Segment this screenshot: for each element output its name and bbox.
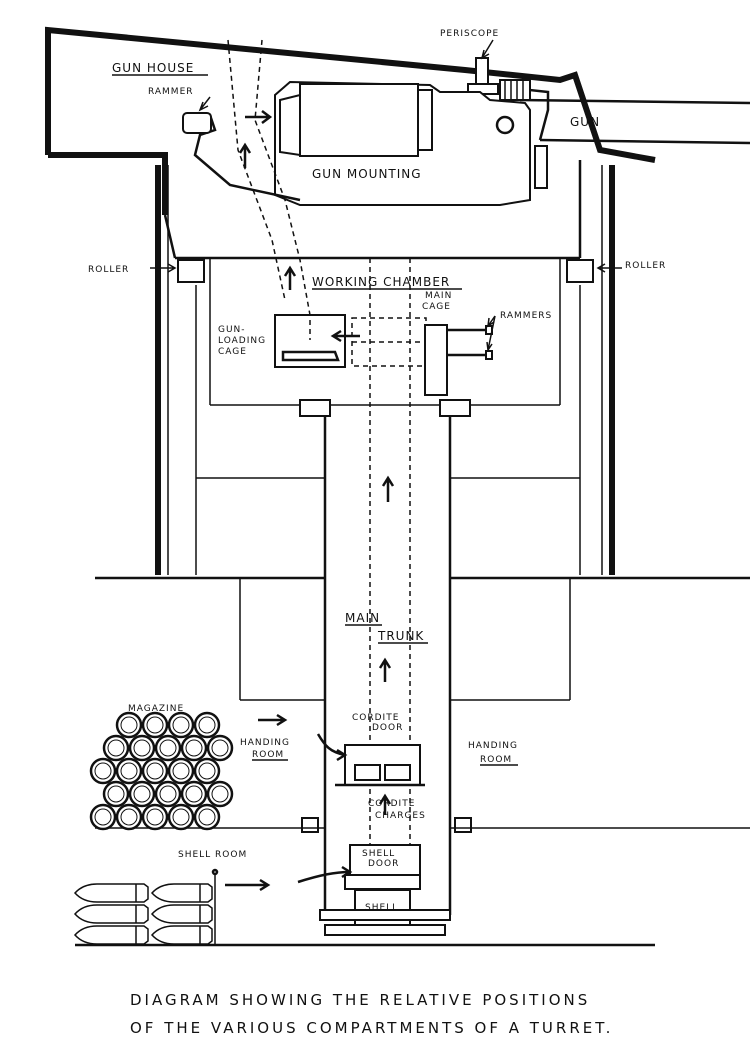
flow-arrows (150, 39, 622, 892)
cordite-case (89, 803, 117, 831)
caption-line-2: OF THE VARIOUS COMPARTMENTS OF A TURRET. (130, 1019, 613, 1037)
cordite-case (154, 734, 182, 762)
cordite-door-label-2: DOOR (372, 723, 403, 733)
cordite-case (193, 711, 221, 739)
cordite-case (128, 780, 156, 808)
cordite-case (206, 734, 234, 762)
shell (150, 925, 213, 945)
shell-stack (73, 883, 213, 945)
cordite-case (180, 734, 208, 762)
cordite-door-label-1: CORDITE (352, 713, 399, 723)
cordite-case (128, 734, 156, 762)
cordite-case (115, 803, 143, 831)
cordite-case (167, 803, 195, 831)
gun-mounting-label: GUN MOUNTING (312, 167, 422, 181)
periscope-label: PERISCOPE (440, 29, 499, 39)
handing-room-left-label-2: ROOM (252, 750, 284, 760)
shell-label: SHELL (365, 903, 398, 913)
cordite-case (141, 757, 169, 785)
gun-loading-cage-label-3: CAGE (218, 347, 247, 357)
hoist-path (227, 39, 311, 316)
gun-label: GUN (570, 115, 600, 129)
cordite-charges-label-2: CHARGES (375, 811, 426, 821)
cordite-case (167, 757, 195, 785)
shell (150, 883, 213, 903)
cordite-case (154, 780, 182, 808)
rammers-label: RAMMERS (500, 311, 552, 321)
gun-barrel (519, 88, 750, 145)
cordite-case (193, 803, 221, 831)
roller-right-label: ROLLER (625, 261, 666, 271)
cordite-case (180, 780, 208, 808)
barbette (95, 165, 750, 701)
shell-door-label-1: SHELL (362, 849, 395, 859)
cordite-charges-label-1: CORDITE (368, 799, 415, 809)
shell-room-label: SHELL ROOM (178, 850, 247, 860)
gun-loading-cage-label-2: LOADING (218, 336, 266, 346)
cordite-case (102, 734, 130, 762)
cordite-case (193, 757, 221, 785)
cordite-case (89, 757, 117, 785)
roller-path (175, 160, 594, 283)
gun-loading-cage-label-1: GUN- (218, 325, 246, 335)
gun-loading-cage (274, 314, 346, 368)
handing-room-left-label-1: HANDING (240, 738, 290, 748)
shell (150, 904, 213, 924)
cordite-case (115, 711, 143, 739)
shell-door-label-2: DOOR (368, 859, 399, 869)
shell (73, 883, 149, 903)
cordite-case (167, 711, 195, 739)
main-trunk (299, 258, 471, 915)
rammer-label: RAMMER (148, 87, 194, 97)
cordite-case (141, 803, 169, 831)
cordite-case (206, 780, 234, 808)
handing-room-right-label-2: ROOM (480, 755, 512, 765)
cordite-hopper (95, 744, 750, 833)
gun-mounting (182, 80, 548, 206)
caption-line-1: DIAGRAM SHOWING THE RELATIVE POSITIONS (130, 991, 590, 1009)
main-cage-label-2: CAGE (422, 302, 451, 312)
roller-left-label: ROLLER (88, 265, 129, 275)
gun-house-label: GUN HOUSE (112, 61, 194, 75)
main-cage (351, 317, 493, 396)
magazine-label: MAGAZINE (128, 704, 184, 714)
main-trunk-label-1: MAIN (345, 611, 380, 625)
main-cage-label-1: MAIN (425, 291, 452, 301)
periscope (467, 57, 531, 101)
magazine-cases (89, 711, 234, 831)
gun-house (45, 26, 656, 259)
cordite-case (115, 757, 143, 785)
handing-room-right-label-1: HANDING (468, 741, 518, 751)
cordite-case (141, 711, 169, 739)
shell-hoist (75, 844, 655, 947)
working-chamber-label: WORKING CHAMBER (312, 275, 450, 289)
cordite-case (102, 780, 130, 808)
main-trunk-label-2: TRUNK (377, 629, 424, 643)
shell (73, 904, 149, 924)
shell (73, 925, 149, 945)
